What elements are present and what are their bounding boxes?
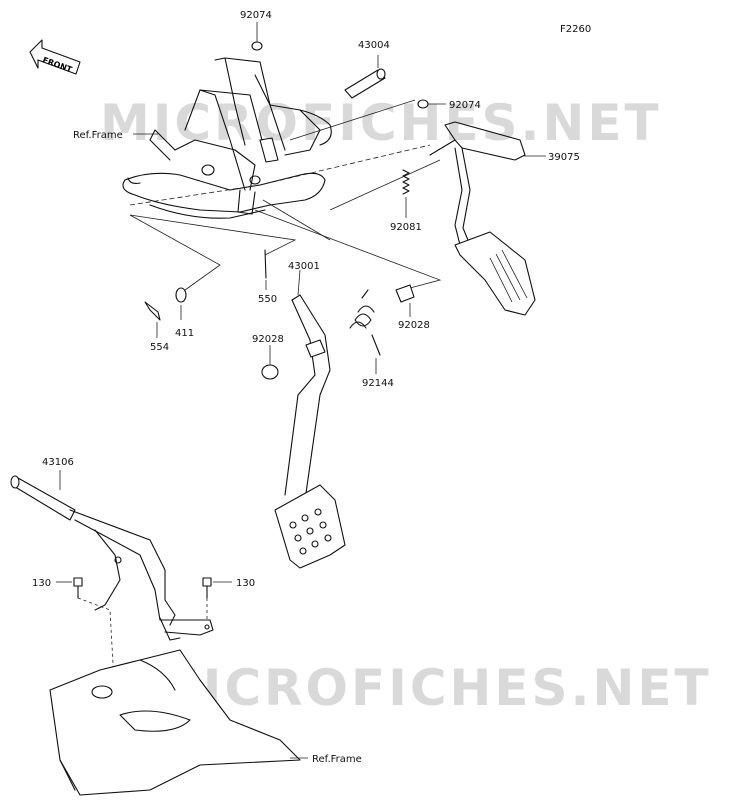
bolt-130-left xyxy=(56,577,116,701)
washer-411 xyxy=(175,287,187,320)
nut-92074-right xyxy=(417,99,446,109)
callout-ref-frame-top: Ref.Frame xyxy=(73,130,123,141)
callout-92074-top: 92074 xyxy=(240,10,272,21)
callout-92028-right: 92028 xyxy=(398,320,430,331)
spring-92144 xyxy=(349,289,381,374)
parking-brake-lever xyxy=(10,470,214,641)
front-arrow-icon: FRONT xyxy=(29,39,81,75)
callout-130-right: 130 xyxy=(236,578,255,589)
callout-92074-right: 92074 xyxy=(449,100,481,111)
watermark-bottom: MICROFICHES.NET xyxy=(150,659,712,717)
pin-43004 xyxy=(344,55,386,99)
callout-554: 554 xyxy=(150,342,169,353)
bushing-92028-right xyxy=(395,284,415,317)
pedal-bracket xyxy=(122,57,332,219)
callout-130-left: 130 xyxy=(32,578,51,589)
callout-92028-left: 92028 xyxy=(252,334,284,345)
callout-550: 550 xyxy=(258,294,277,305)
callout-411: 411 xyxy=(175,328,194,339)
callout-43004: 43004 xyxy=(358,40,390,51)
lower-frame xyxy=(49,649,308,796)
brake-pedal xyxy=(274,269,346,569)
nut-92074-top xyxy=(251,22,263,51)
callout-39075: 39075 xyxy=(548,152,580,163)
bolt-130-right xyxy=(202,577,232,620)
figure-code: F2260 xyxy=(560,24,591,35)
callout-ref-frame-bottom: Ref.Frame xyxy=(312,754,362,765)
pin-550 xyxy=(264,249,267,290)
clip-554 xyxy=(144,301,161,338)
guide-lines-upper xyxy=(129,99,442,291)
callout-92081: 92081 xyxy=(390,222,422,233)
accelerator-pedal xyxy=(429,121,546,316)
callout-43001: 43001 xyxy=(288,261,320,272)
watermark-top: MICROFICHES.NET xyxy=(100,94,662,152)
callout-92144: 92144 xyxy=(362,378,394,389)
bushing-92028-left xyxy=(261,339,326,380)
callout-43106: 43106 xyxy=(42,457,74,468)
spring-92081 xyxy=(402,169,410,218)
